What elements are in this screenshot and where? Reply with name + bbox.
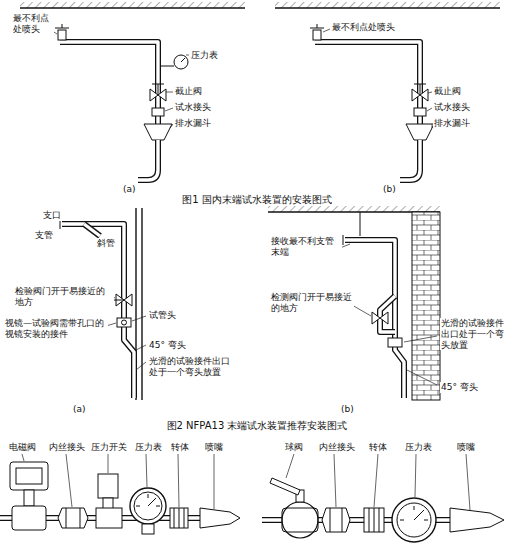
part-label: (a) — [122, 184, 137, 195]
part-label: 压力表 — [190, 50, 219, 61]
part-label: 最不利点处喷头 — [331, 22, 396, 33]
part-label: 内丝接头 — [48, 442, 86, 453]
part-label: 斜管 — [96, 238, 116, 249]
ball-valve-assembly — [262, 454, 504, 542]
part-label: 试水接头 — [174, 102, 212, 113]
part-label: (b) — [382, 184, 397, 195]
part-label: 截止阀 — [433, 86, 462, 97]
part-label: 检验阀门开于易接近的地方 — [14, 286, 114, 308]
part-label: 视镜—试验阀需带孔口的视镜安装的接件 — [4, 318, 108, 340]
part-label: 内丝接头 — [318, 442, 356, 453]
part-label: 检测阀门开于易接近的地方 — [270, 292, 354, 314]
part-label: 压力表 — [404, 442, 433, 453]
part-label: (a) — [72, 404, 87, 415]
part-label: 最不利点处喷头 — [12, 13, 54, 35]
part-label: 试水接头 — [433, 102, 471, 113]
part-label: 光滑的试验接件出口处于一个弯头放置 — [148, 356, 232, 378]
part-label: 45° 弯头 — [148, 340, 187, 351]
part-label: 转体 — [368, 442, 388, 453]
fig1b-drawing — [275, 2, 500, 180]
solenoid-assembly — [0, 454, 240, 534]
part-label: 压力表 — [134, 442, 163, 453]
part-label: 支管 — [34, 230, 54, 241]
part-label: 截止阀 — [174, 86, 203, 97]
part-label: 喷嘴 — [456, 442, 476, 453]
part-label: 45° 弯头 — [440, 382, 479, 393]
part-label: 压力开关 — [90, 442, 128, 453]
part-label: 球阀 — [284, 442, 304, 453]
figure-caption: 图1 国内末端试水装置的安装图式 — [181, 194, 333, 206]
part-label: 喷嘴 — [204, 442, 224, 453]
part-label: (b) — [340, 404, 355, 415]
part-label: 光滑的试验接件出口处于一个弯头放置 — [440, 318, 508, 350]
part-label: 排水漏斗 — [433, 118, 471, 129]
part-label: 转体 — [170, 442, 190, 453]
figure-caption: 图2 NFPA13 末端试水装置推荐安装图式 — [166, 420, 349, 432]
part-label: 排水漏斗 — [174, 118, 212, 129]
part-label: 电磁阀 — [8, 442, 37, 453]
part-label: 支口 — [42, 210, 62, 221]
fig2b-drawing — [268, 206, 440, 400]
part-label: 试管头 — [148, 310, 177, 321]
part-label: 接收最不利支管末端 — [270, 236, 342, 258]
